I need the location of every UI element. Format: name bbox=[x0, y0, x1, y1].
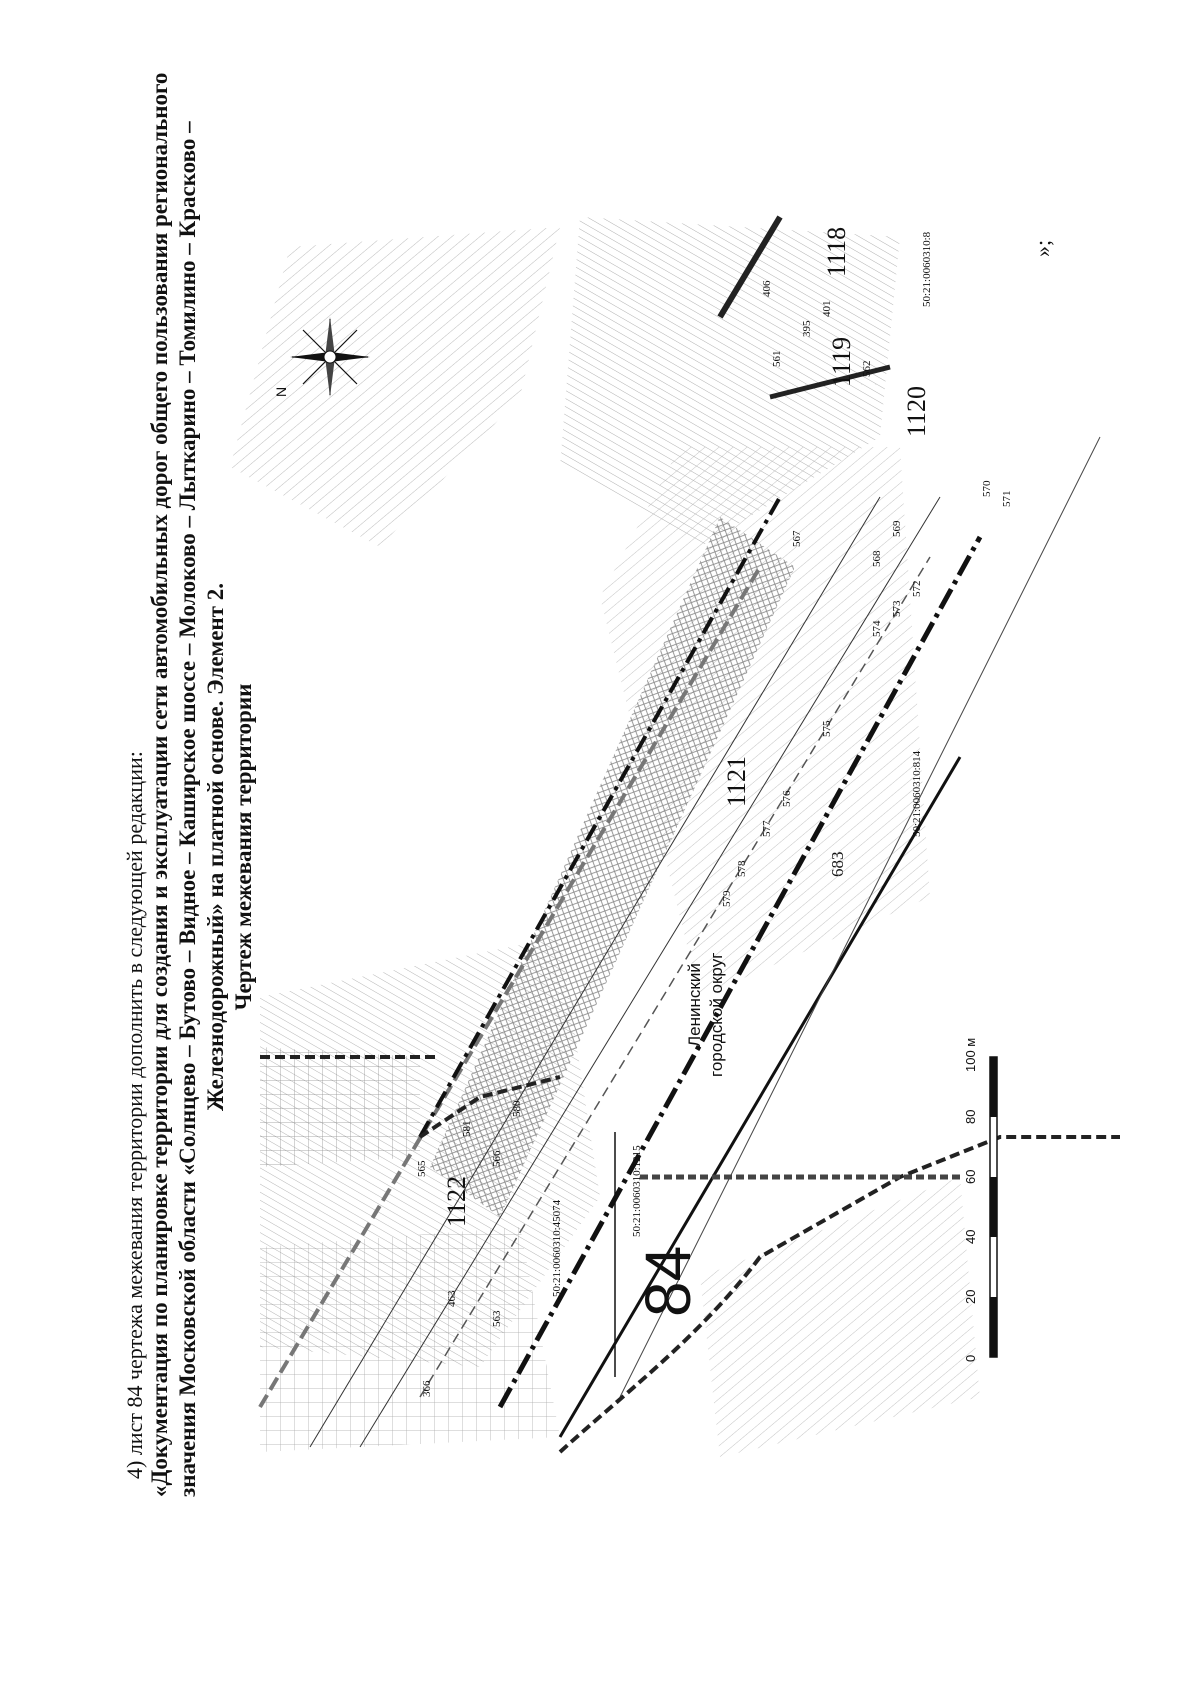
scale-bar: 0 20 40 60 80 100 м bbox=[963, 1038, 998, 1362]
sheet-number-box: 84 bbox=[614, 1132, 704, 1377]
district-label-line-2: городской округ bbox=[707, 953, 726, 1077]
point-label: 573 bbox=[891, 600, 903, 617]
point-label: 563 bbox=[491, 1310, 503, 1327]
scale-tick: 60 bbox=[963, 1170, 978, 1184]
scale-tick: 80 bbox=[963, 1110, 978, 1124]
point-label: 574 bbox=[871, 620, 883, 637]
point-label: 568 bbox=[871, 550, 883, 567]
closing-mark: »; bbox=[1030, 240, 1055, 257]
parcel-1121: 1121 bbox=[722, 756, 751, 807]
point-label: 578 bbox=[736, 860, 748, 877]
scale-tick: 100 м bbox=[963, 1038, 978, 1072]
point-label: 569 bbox=[891, 520, 903, 537]
cadastral-label: 50:21:0060310:814 bbox=[911, 750, 923, 837]
point-label: 570 bbox=[981, 480, 993, 497]
point-label: 366 bbox=[421, 1380, 433, 1397]
point-label: 565 bbox=[416, 1160, 428, 1177]
cadastral-label: 50:21:0060310:45074 bbox=[551, 1199, 563, 1297]
district-boundary bbox=[260, 1055, 1120, 1454]
parcel-1118: 1118 bbox=[822, 227, 851, 277]
cadastral-label: 50:21:0060310:8 bbox=[921, 231, 933, 307]
point-label: 575 bbox=[821, 720, 833, 737]
point-label: 581 bbox=[461, 1121, 473, 1138]
north-label: N bbox=[273, 387, 289, 397]
scale-tick: 20 bbox=[963, 1290, 978, 1304]
district-label: Ленинский городской округ bbox=[685, 953, 726, 1077]
point-label: 579 bbox=[721, 890, 733, 907]
point-label: 566 bbox=[491, 1150, 503, 1167]
point-label: 463 bbox=[446, 1290, 458, 1307]
parcel-1122: 1122 bbox=[442, 1176, 471, 1227]
scale-tick: 40 bbox=[963, 1230, 978, 1244]
point-label: 567 bbox=[791, 530, 803, 547]
point-label: 576 bbox=[781, 790, 793, 807]
cadastral-labels: 50:21:0060310:8 50:21:0060310:814 50:21:… bbox=[551, 231, 933, 1297]
point-label: 561 bbox=[771, 351, 783, 368]
parcel-1120: 1120 bbox=[902, 386, 931, 437]
point-labels: 366 463 563 565 566 567 568 569 570 571 … bbox=[416, 280, 1013, 1397]
point-label: 395 bbox=[801, 320, 813, 337]
scale-tick: 0 bbox=[963, 1355, 978, 1362]
point-label: 577 bbox=[761, 820, 773, 837]
corridor-area bbox=[430, 517, 795, 1217]
point-label: 572 bbox=[911, 581, 923, 598]
point-label: 571 bbox=[1001, 491, 1013, 508]
point-label: 562 bbox=[861, 361, 873, 378]
road-lines bbox=[258, 215, 1101, 1448]
point-label: 406 bbox=[761, 280, 773, 297]
point-label: 401 bbox=[821, 301, 833, 318]
cadastral-label: 50:21:0060310:1215 bbox=[631, 1145, 643, 1237]
parcel-labels: 1118 1119 1120 1121 1122 bbox=[442, 227, 931, 1227]
sheet-number: 84 bbox=[632, 1246, 704, 1317]
north-arrow-icon: N bbox=[273, 317, 370, 397]
point-label: 580 bbox=[511, 1100, 523, 1117]
district-label-line-1: Ленинский bbox=[685, 963, 704, 1047]
parcel-1119: 1119 bbox=[827, 337, 856, 387]
